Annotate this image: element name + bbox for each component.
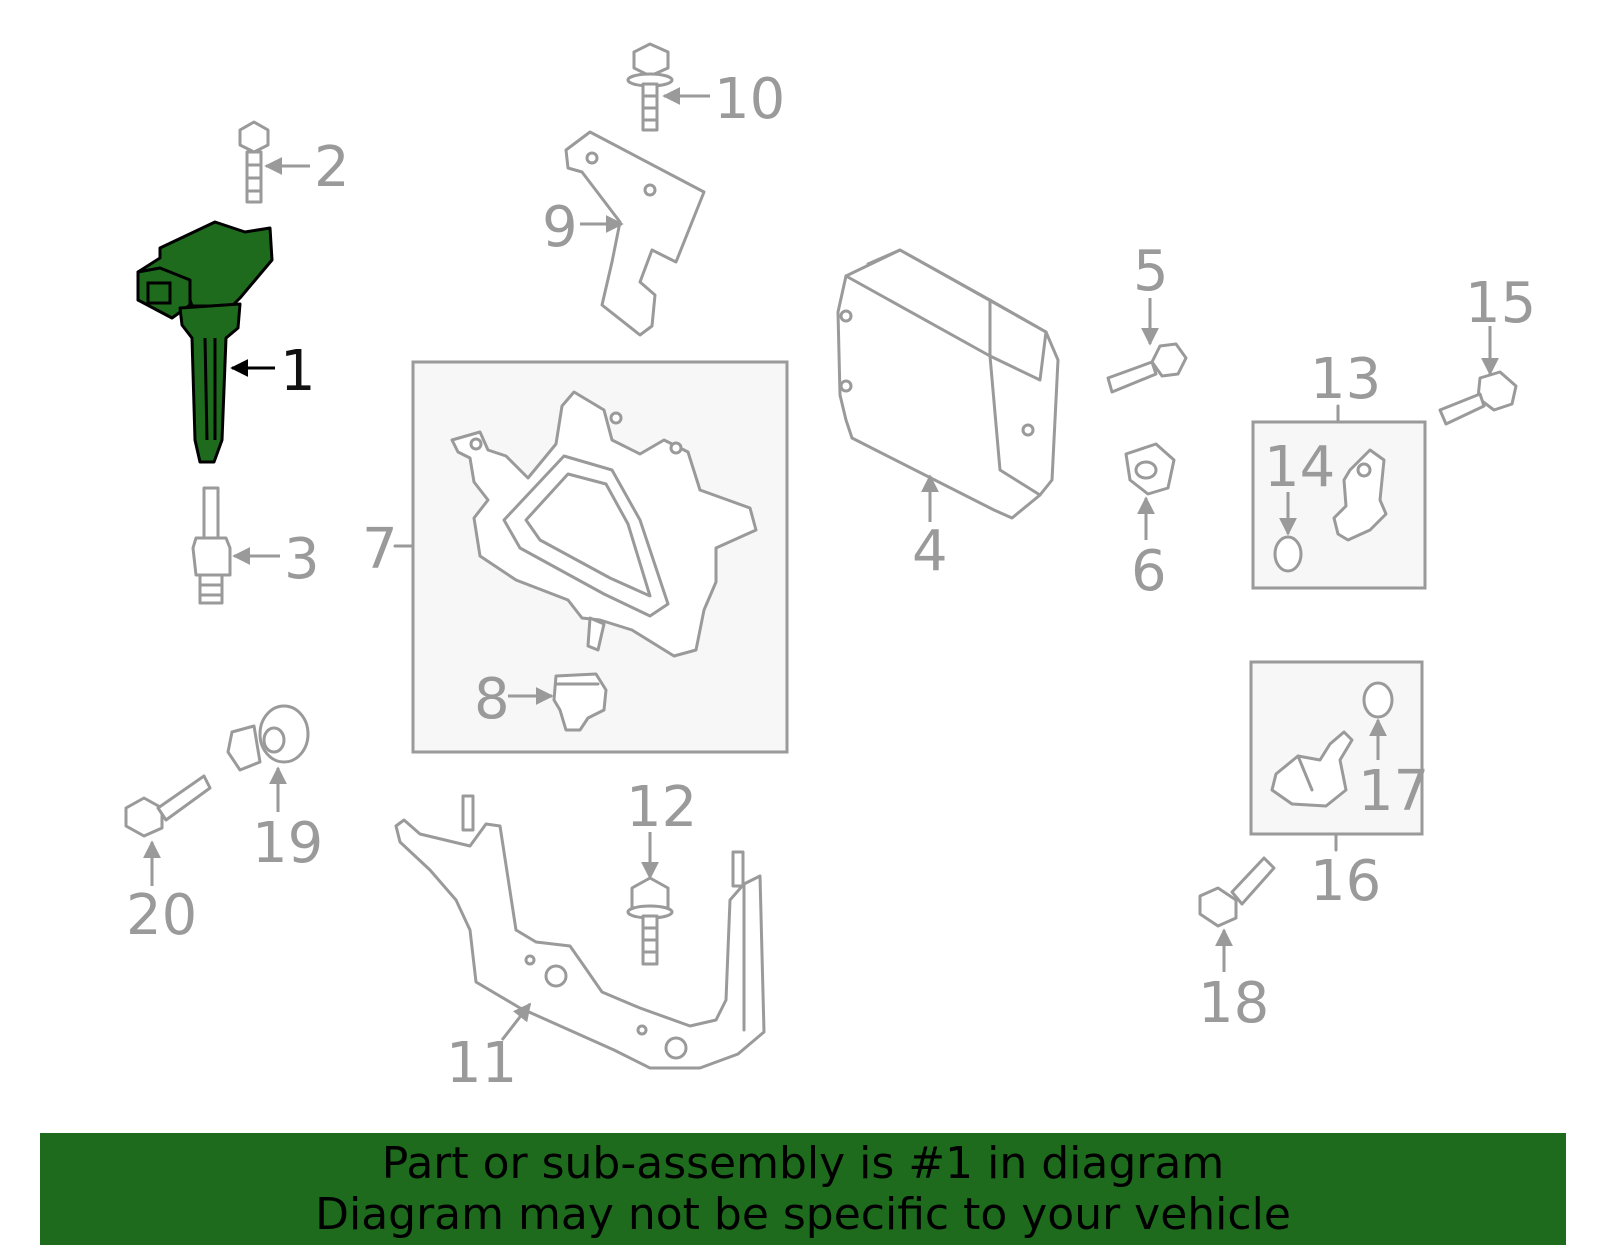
callout-3[interactable]: 3 xyxy=(284,527,320,592)
banner-line-2: Diagram may not be specific to your vehi… xyxy=(315,1189,1291,1240)
bolt-part-5[interactable] xyxy=(1106,342,1188,394)
sensor-part-16[interactable] xyxy=(1270,730,1354,808)
info-banner: Part or sub-assembly is #1 in diagram Di… xyxy=(40,1133,1566,1245)
callout-18[interactable]: 18 xyxy=(1198,971,1269,1036)
callout-11[interactable]: 11 xyxy=(446,1031,517,1096)
callout-17[interactable]: 17 xyxy=(1358,759,1429,824)
ignition-coil-part[interactable] xyxy=(136,220,274,464)
bolt-part-2[interactable] xyxy=(238,120,270,204)
callout-19[interactable]: 19 xyxy=(252,811,323,876)
bolt-part-10[interactable] xyxy=(626,42,674,132)
nut-part-6[interactable] xyxy=(1124,442,1176,496)
spark-plug-part[interactable] xyxy=(191,486,232,605)
callout-1[interactable]: 1 xyxy=(280,339,316,404)
callout-15[interactable]: 15 xyxy=(1465,271,1536,336)
callout-8[interactable]: 8 xyxy=(474,667,510,732)
bracket-part-9[interactable] xyxy=(564,130,706,337)
callout-20[interactable]: 20 xyxy=(126,883,197,948)
ecu-module-part[interactable] xyxy=(836,248,1060,520)
callout-7[interactable]: 7 xyxy=(362,517,398,582)
callout-13[interactable]: 13 xyxy=(1310,347,1381,412)
callout-14[interactable]: 14 xyxy=(1264,435,1335,500)
bolt-part-18[interactable] xyxy=(1198,856,1276,928)
callout-5[interactable]: 5 xyxy=(1133,239,1169,304)
bolt-part-12[interactable] xyxy=(626,876,674,966)
callout-10[interactable]: 10 xyxy=(714,67,785,132)
callout-4[interactable]: 4 xyxy=(912,519,948,584)
callout-16[interactable]: 16 xyxy=(1310,849,1381,914)
banner-line-1: Part or sub-assembly is #1 in diagram xyxy=(381,1138,1225,1189)
bolt-part-15[interactable] xyxy=(1438,370,1518,426)
callout-6[interactable]: 6 xyxy=(1131,539,1167,604)
clip-part-8[interactable] xyxy=(552,672,608,732)
knock-sensor-part[interactable] xyxy=(226,704,310,772)
callout-9[interactable]: 9 xyxy=(542,195,578,260)
callout-12[interactable]: 12 xyxy=(626,775,697,840)
o-ring-part-14[interactable] xyxy=(1273,535,1303,573)
sensor-part-13[interactable] xyxy=(1332,448,1388,542)
bolt-part-20[interactable] xyxy=(124,774,212,838)
callout-2[interactable]: 2 xyxy=(314,135,350,200)
callout-arrow-11 xyxy=(500,1002,532,1041)
bracket-part-11[interactable] xyxy=(394,794,766,1070)
mounting-bracket-part-7[interactable] xyxy=(450,390,758,658)
o-ring-part-17[interactable] xyxy=(1362,681,1394,719)
